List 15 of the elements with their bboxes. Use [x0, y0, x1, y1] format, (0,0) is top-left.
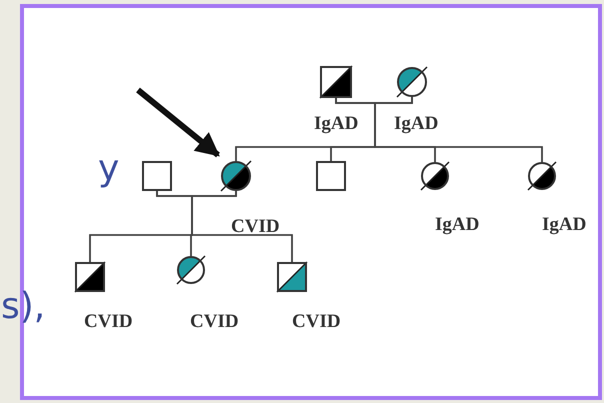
text-fragment: y [98, 148, 120, 189]
condition-label: IgAD [394, 113, 438, 135]
pointer-arrow [136, 88, 220, 158]
square-symbol [142, 161, 172, 191]
pedigree-line [374, 97, 543, 162]
condition-label: CVID [231, 216, 280, 238]
condition-label: IgAD [542, 214, 586, 236]
square-symbol [316, 161, 346, 191]
condition-label: CVID [190, 311, 239, 333]
condition-label: CVID [84, 311, 133, 333]
condition-label: CVID [292, 311, 341, 333]
condition-label: IgAD [314, 113, 358, 135]
pedigree-line [191, 191, 293, 262]
condition-label: IgAD [435, 214, 480, 236]
square-symbol [320, 66, 352, 98]
